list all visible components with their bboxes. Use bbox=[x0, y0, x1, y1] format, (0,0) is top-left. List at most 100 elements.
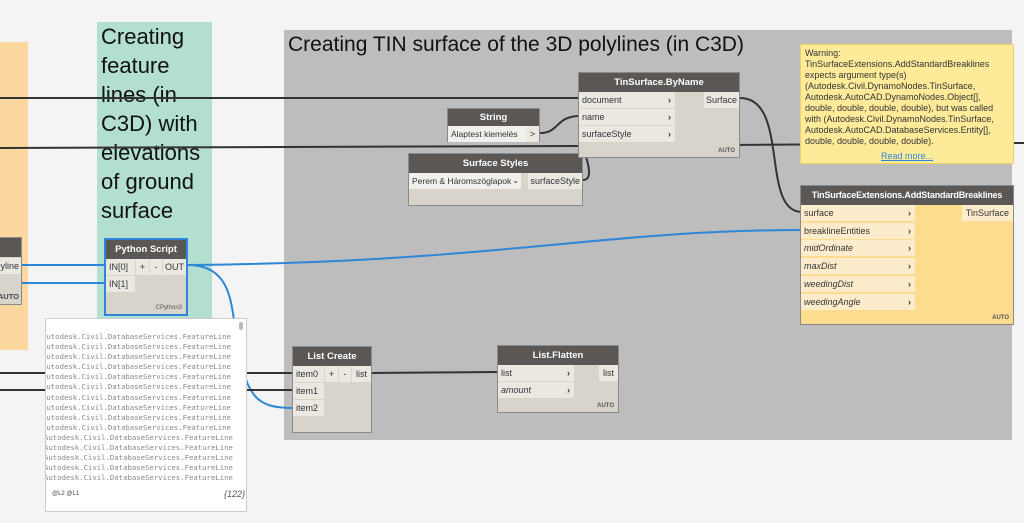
wire bbox=[739, 97, 803, 213]
engine-label: CPython3 bbox=[155, 305, 182, 311]
remove-input-button[interactable]: - bbox=[339, 366, 351, 382]
chevron-right-icon: › bbox=[908, 225, 911, 236]
tinsurface-byname-node[interactable]: TinSurface.ByName document › name › surfac… bbox=[578, 72, 740, 158]
chevron-right-icon: › bbox=[908, 243, 911, 254]
wire bbox=[539, 115, 581, 134]
input-port[interactable]: surfaceStyle› bbox=[579, 126, 675, 142]
preview-item: Autodesk.Civil.DatabaseServices.FeatureL… bbox=[45, 402, 231, 412]
string-node[interactable]: String Alaptest kiemelés > bbox=[447, 108, 540, 142]
port-label: midOrdinate bbox=[804, 243, 854, 254]
output-port[interactable]: list bbox=[599, 365, 618, 381]
chevron-right-icon: › bbox=[908, 296, 911, 307]
chevron-right-icon: › bbox=[908, 261, 911, 272]
preview-item: Autodesk.Civil.DatabaseServices.FeatureL… bbox=[45, 453, 233, 463]
output-port[interactable]: > bbox=[526, 126, 539, 142]
output-port[interactable]: surfaceStyle bbox=[528, 173, 582, 189]
output-port[interactable]: TinSurface bbox=[961, 205, 1013, 221]
list-create-node[interactable]: List Create item0 item1 item2 + - list bbox=[292, 346, 372, 433]
group-title: Creating TIN surface of the 3D polylines… bbox=[288, 33, 744, 56]
add-standard-breaklines-node[interactable]: TinSurfaceExtensions.AddStandardBreaklin… bbox=[800, 185, 1014, 325]
preview-item: Autodesk.Civil.DatabaseServices.FeatureL… bbox=[45, 362, 231, 372]
partial-node[interactable]: yline AUTO bbox=[0, 237, 22, 305]
input-port[interactable]: name › bbox=[579, 109, 675, 125]
chevron-right-icon: › bbox=[908, 278, 911, 289]
chevron-right-icon: › bbox=[567, 385, 570, 395]
warning-bubble[interactable]: Warning: TinSurfaceExtensions.AddStandar… bbox=[800, 44, 1014, 164]
input-port[interactable]: document › bbox=[579, 92, 675, 108]
input-port[interactable]: IN[0] bbox=[106, 259, 135, 275]
preview-item: Autodesk.Civil.DatabaseServices.FeatureL… bbox=[45, 382, 231, 392]
preview-item: Autodesk.Civil.DatabaseServices.FeatureL… bbox=[45, 352, 231, 362]
auto-label: AUTO bbox=[718, 148, 735, 154]
chevron-right-icon: › bbox=[567, 368, 570, 378]
input-port[interactable]: item1 bbox=[293, 383, 324, 399]
read-more-link[interactable]: Read more... bbox=[880, 151, 934, 161]
node-title: Surface Styles bbox=[409, 154, 582, 173]
preview-item: Autodesk.Civil.DatabaseServices.FeatureL… bbox=[45, 412, 231, 422]
chevron-right-icon: › bbox=[908, 208, 911, 218]
python-script-node[interactable]: Python Script IN[0] IN[1] + - OUT CPytho… bbox=[104, 238, 188, 316]
chevron-right-icon: › bbox=[668, 129, 671, 139]
warning-text: Warning: TinSurfaceExtensions.AddStandar… bbox=[805, 48, 994, 146]
preview-item: Autodesk.Civil.DatabaseServices.FeatureL… bbox=[45, 372, 231, 382]
levels-label: @L2 @L1 bbox=[52, 491, 80, 497]
count-label: {122} bbox=[223, 489, 245, 499]
node-title: TinSurface.ByName bbox=[579, 73, 739, 92]
remove-input-button[interactable]: - bbox=[150, 259, 162, 275]
preview-item: Autodesk.Civil.DatabaseServices.FeatureL… bbox=[45, 443, 233, 453]
port-label: document bbox=[582, 95, 622, 105]
node-title: List Create bbox=[293, 347, 371, 366]
surface-styles-node[interactable]: Surface Styles Perem & Háromszöglapok⌄ s… bbox=[408, 153, 583, 206]
port-label: weedingDist bbox=[804, 278, 854, 289]
input-port[interactable]: item2 bbox=[293, 400, 324, 416]
input-port[interactable]: midOrdinate › bbox=[801, 240, 915, 257]
input-port[interactable]: maxDist › bbox=[801, 258, 915, 275]
preview-item: Autodesk.Civil.DatabaseServices.FeatureL… bbox=[45, 332, 231, 341]
port-label: breaklineEntities bbox=[804, 225, 871, 236]
list-flatten-node[interactable]: List.Flatten list › amount › list AUTO bbox=[497, 345, 619, 413]
string-input[interactable]: Alaptest kiemelés bbox=[448, 126, 526, 142]
output-port[interactable]: yline bbox=[0, 258, 21, 274]
node-title: String bbox=[448, 109, 539, 126]
wire bbox=[187, 229, 803, 266]
port-label: list bbox=[501, 368, 512, 378]
chevron-right-icon: › bbox=[668, 112, 671, 122]
node-title: List.Flatten bbox=[498, 346, 618, 365]
input-port[interactable]: item0 bbox=[293, 366, 324, 382]
wire bbox=[371, 371, 499, 374]
output-port[interactable]: Surface bbox=[703, 92, 739, 108]
input-port[interactable]: surface › bbox=[801, 205, 915, 221]
auto-label: AUTO bbox=[597, 403, 614, 409]
node-header bbox=[0, 238, 21, 257]
auto-label: AUTO bbox=[992, 315, 1009, 321]
output-port[interactable]: OUT bbox=[163, 259, 186, 275]
add-input-button[interactable]: + bbox=[136, 259, 149, 275]
style-dropdown[interactable]: Perem & Háromszöglapok⌄ bbox=[409, 173, 521, 189]
port-label: maxDist bbox=[804, 261, 837, 272]
auto-label: AUTO bbox=[0, 292, 19, 301]
chevron-right-icon: › bbox=[668, 95, 671, 105]
input-port[interactable]: list › bbox=[498, 365, 574, 381]
preview-item: Autodesk.Civil.DatabaseServices.FeatureL… bbox=[45, 473, 233, 483]
input-port[interactable]: breaklineEntities › bbox=[801, 222, 915, 239]
node-title: Python Script bbox=[106, 240, 186, 259]
group-title: Creating feature lines (in C3D) with ele… bbox=[101, 24, 201, 223]
add-input-button[interactable]: + bbox=[325, 366, 338, 382]
port-label: amount bbox=[501, 385, 532, 395]
preview-item: Autodesk.Civil.DatabaseServices.FeatureL… bbox=[45, 342, 231, 352]
scrollbar[interactable] bbox=[239, 322, 243, 330]
preview-bubble[interactable]: Autodesk.Civil.DatabaseServices.FeatureL… bbox=[45, 318, 247, 512]
input-port[interactable]: IN[1] bbox=[106, 276, 135, 292]
input-port[interactable]: weedingAngle › bbox=[801, 293, 915, 310]
feature-lines-group[interactable]: Creating feature lines (in C3D) with ele… bbox=[97, 22, 212, 320]
port-label: name bbox=[582, 112, 605, 122]
port-label: weedingAngle bbox=[804, 296, 861, 307]
input-port[interactable]: amount › bbox=[498, 382, 574, 398]
preview-item: Autodesk.Civil.DatabaseServices.FeatureL… bbox=[45, 422, 231, 432]
preview-item: Autodesk.Civil.DatabaseServices.FeatureL… bbox=[45, 392, 231, 402]
port-label: surface bbox=[804, 208, 834, 218]
input-port[interactable]: weedingDist › bbox=[801, 275, 915, 292]
preview-item: Autodesk.Civil.DatabaseServices.FeatureL… bbox=[45, 463, 233, 473]
output-port[interactable]: list bbox=[352, 366, 371, 382]
dropdown-value: Perem & Háromszöglapok bbox=[412, 176, 512, 186]
